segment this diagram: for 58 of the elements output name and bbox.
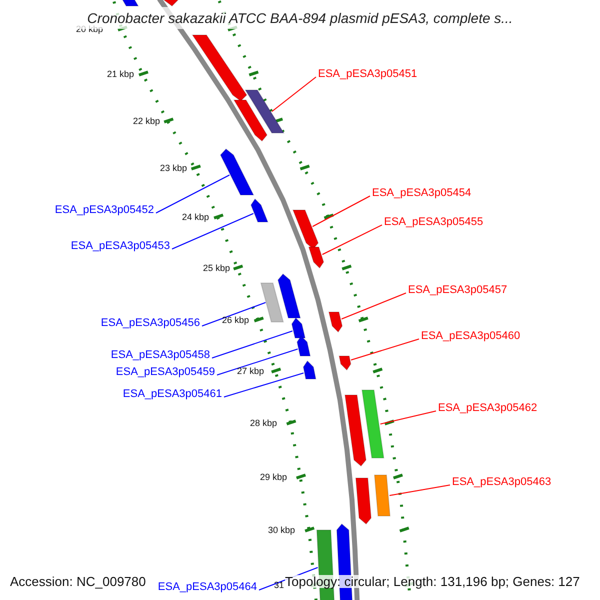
gene-segment: [308, 246, 324, 269]
scale-label: 31: [274, 580, 284, 590]
leader-line: [224, 372, 304, 398]
gene-label: ESA_pESA3p05463: [452, 477, 552, 488]
gene-label: ESA_pESA3p05456: [100, 318, 200, 329]
gene-segment: [250, 198, 269, 222]
leader-line: [156, 174, 230, 214]
leader-line: [380, 410, 436, 424]
gene-segment: [192, 34, 248, 102]
scale-label: 25 kbp: [203, 264, 230, 272]
gene-segment: [344, 394, 367, 467]
gene-segment: [328, 312, 343, 333]
leader-line: [271, 76, 316, 112]
scale-label: 24 kbp: [182, 212, 210, 222]
gene-segment: [291, 317, 306, 338]
gene-label: ESA_pESA3p05454: [372, 188, 472, 199]
gene-segment: [374, 474, 391, 516]
scale-label: 26 kbp: [222, 316, 250, 324]
leader-line: [212, 330, 293, 358]
gene-label: ESA_pESA3p05464: [158, 582, 257, 593]
gene-label: ESA_pESA3p05461: [122, 389, 222, 400]
gene-segment: [233, 100, 268, 142]
footer-text: Accession: NC_009780: [10, 574, 146, 588]
scale-label: 23 kbp: [160, 164, 188, 172]
scale-label: 21 kbp: [107, 70, 134, 78]
gene-segment: [302, 360, 316, 380]
gene-segment: [260, 282, 284, 322]
gene-segment: [220, 148, 254, 196]
gene-segment: [361, 390, 384, 458]
gene-label: ESA_pESA3p05459: [116, 367, 215, 378]
gene-label: ESA_pESA3p05451: [318, 69, 418, 80]
scale-label: 29 kbp: [260, 472, 288, 482]
gene-segment: [338, 356, 352, 371]
gene-label: ESA_pESA3p05452: [54, 205, 154, 216]
scale-label: 27 kbp: [237, 366, 264, 376]
gene-label: ESA_pESA3p05460: [421, 331, 520, 342]
scale-label: 20 kbp: [76, 24, 104, 34]
gene-label: ESA_pESA3p05462: [438, 403, 538, 414]
leader-line: [341, 292, 406, 320]
gene-segment: [244, 90, 285, 134]
footer-text: Topology: circular; Length: 131,196 bp; Genes: 127: [285, 574, 580, 588]
gene-label: ESA_pESA3p05455: [384, 217, 484, 228]
leader-line: [350, 338, 420, 360]
gene-segment: [355, 478, 372, 525]
scale-label: 28 kbp: [250, 418, 278, 428]
leader-line: [202, 302, 266, 326]
gene-label: ESA_pESA3p05453: [70, 241, 170, 252]
gene-segment: [296, 335, 311, 356]
gene-segment: [277, 273, 301, 318]
leader-line: [389, 484, 450, 496]
leader-line: [172, 213, 254, 250]
scale-label: 30 kbp: [268, 526, 296, 534]
leader-line: [312, 196, 370, 227]
scale-label: 22 kbp: [133, 116, 160, 126]
gene-label: ESA_pESA3p05457: [408, 285, 508, 296]
gene-label: ESA_pESA3p05458: [110, 350, 210, 361]
leader-line: [216, 348, 298, 376]
leader-line: [322, 224, 382, 255]
